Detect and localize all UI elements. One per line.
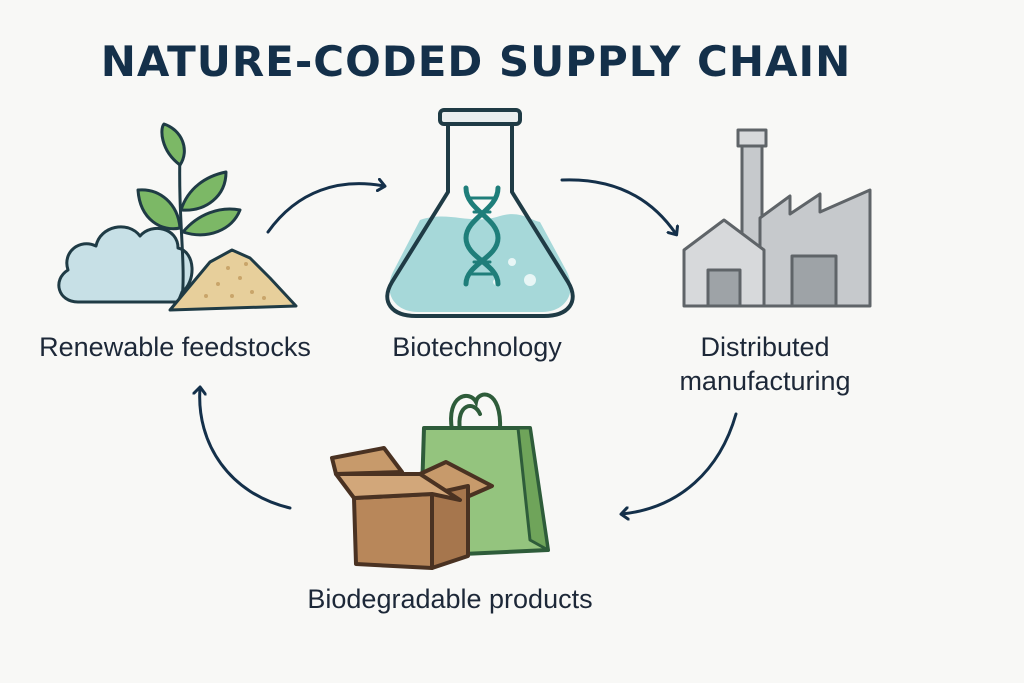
sand-grains (204, 262, 266, 300)
flask-dna-icon (385, 108, 575, 318)
node-label-products: Biodegradable products (307, 584, 593, 614)
box-flap-left (330, 446, 404, 476)
stem (178, 148, 185, 302)
cloud-icon (57, 225, 194, 304)
node-label-biotechnology: Biotechnology (392, 332, 562, 362)
leaf-right-icon (181, 207, 242, 237)
box-side (430, 484, 470, 570)
flask-outline (385, 122, 575, 318)
node-label-manufacturing: Distributed manufacturing (679, 332, 851, 396)
arrow-feedstocks-to-biotech (266, 184, 384, 234)
arrow-manufacturing-to-products (622, 412, 738, 514)
box-bag-icon (330, 392, 550, 570)
diagram-title: NATURE-CODED SUPPLY CHAIN (100, 37, 852, 86)
leaf-top-icon (160, 122, 186, 167)
arrow-products-to-feedstocks (200, 388, 292, 510)
leaf-left-icon (136, 188, 182, 231)
node-label-feedstocks: Renewable feedstocks (39, 332, 311, 362)
flask-neck-rim (438, 108, 522, 126)
dna-icon (463, 185, 501, 287)
sand-pile-icon (168, 248, 298, 312)
leaf-right-top-icon (179, 170, 228, 212)
arrow-biotech-to-manufacturing (560, 178, 676, 234)
box-front (352, 492, 434, 570)
factory-icon (682, 128, 872, 308)
plant-cloud-sand-icon (57, 122, 298, 312)
bag-handle (449, 392, 503, 432)
